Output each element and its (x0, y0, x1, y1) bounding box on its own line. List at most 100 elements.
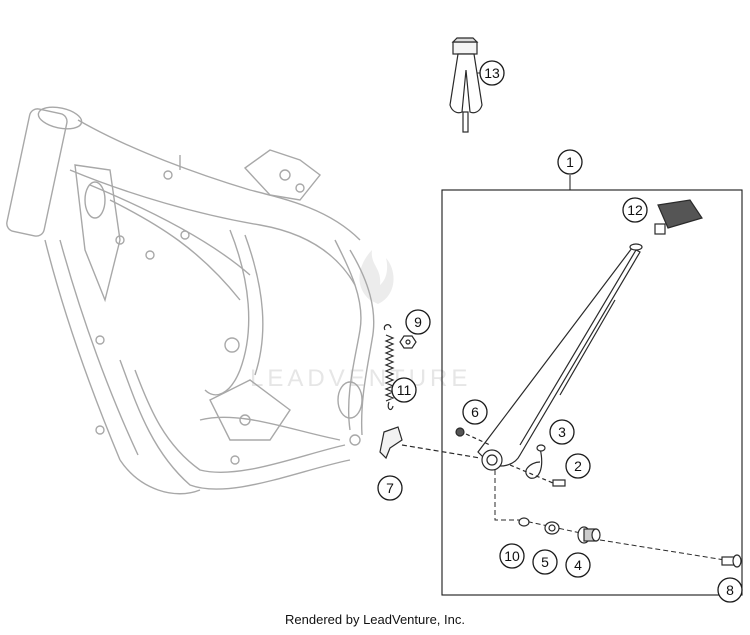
part-13-tool (449, 37, 483, 133)
bracket-7 (379, 426, 403, 460)
down-tube (44, 239, 121, 461)
callout-5[interactable]: 5 (532, 549, 558, 575)
tool-head (452, 41, 478, 55)
bolt-8-head (732, 554, 742, 568)
washer-5-hole (548, 524, 556, 532)
callout-1-label: 1 (566, 154, 574, 170)
callout-13[interactable]: 13 (479, 60, 505, 86)
steering-head-top (37, 106, 83, 130)
leader-7 (401, 444, 481, 459)
pivot-axis-leader (494, 470, 520, 521)
rear-pivot-tube (334, 239, 362, 431)
upper-frame-tube (77, 119, 361, 241)
head-gusset (74, 164, 121, 303)
part-4-bushing (577, 526, 601, 544)
stand-leg-shade (519, 249, 637, 446)
frame-bolt (145, 250, 155, 260)
callout-4-label: 4 (574, 557, 582, 573)
assembly-box (441, 189, 743, 596)
tool-shaft (462, 111, 469, 133)
cradle-crossmember (199, 416, 341, 441)
pivot-axis-leader-3 (599, 539, 726, 561)
rear-bracket (243, 149, 321, 201)
callout-8[interactable]: 8 (717, 577, 743, 603)
leader-2 (509, 464, 554, 484)
callout-2-label: 2 (574, 458, 582, 474)
callout-11[interactable]: 11 (391, 377, 417, 403)
frame-bolt (230, 455, 240, 465)
callout-9[interactable]: 9 (405, 309, 431, 335)
callout-3-label: 3 (558, 424, 566, 440)
stand-pivot-hole (486, 454, 498, 466)
inner-spar (204, 229, 250, 396)
part-11-spring (383, 324, 395, 411)
callout-5-label: 5 (541, 554, 549, 570)
callout-13-label: 13 (484, 65, 500, 81)
bushing-4-end (591, 528, 601, 542)
lower-cradle (119, 359, 351, 490)
frame-bolt (115, 235, 125, 245)
stand-leg-rib (559, 299, 616, 396)
callout-10-label: 10 (504, 548, 520, 564)
engine-mount-bolt (239, 414, 251, 426)
part-12-rubber-pad (654, 199, 703, 235)
callout-6[interactable]: 6 (462, 399, 488, 425)
watermark-flame-icon (359, 250, 394, 304)
callout-12-label: 12 (627, 202, 643, 218)
spring-hook-bottom (387, 401, 394, 411)
callout-1[interactable]: 1 (557, 149, 583, 175)
frame-bolt (180, 230, 190, 240)
rubber-pad-body (657, 199, 703, 229)
callout-6-label: 6 (471, 404, 479, 420)
part-7-bracket (379, 426, 481, 460)
render-credit: Rendered by LeadVenture, Inc. (285, 612, 465, 627)
frame-bolt (95, 335, 105, 345)
part-10-washer (518, 517, 530, 527)
swingarm-pivot (337, 381, 363, 419)
motorcycle-frame (6, 106, 375, 495)
bolt-6-head (455, 427, 465, 437)
part-8-bolt (721, 554, 742, 568)
lower-cradle-front (119, 459, 201, 495)
callout-12[interactable]: 12 (622, 197, 648, 223)
inner-spar-2 (244, 234, 264, 376)
inner-spar-hole (224, 337, 240, 353)
callout-9-label: 9 (414, 314, 422, 330)
callout-3[interactable]: 3 (549, 419, 575, 445)
tool-head-top (451, 37, 479, 43)
frame-bolt (163, 170, 173, 180)
lower-cradle-inner (134, 369, 346, 474)
callout-7[interactable]: 7 (377, 475, 403, 501)
part-6-bolt (455, 427, 491, 446)
callout-11-label: 11 (397, 382, 412, 398)
down-tube-inner (59, 239, 139, 456)
callout-7-label: 7 (386, 480, 394, 496)
callout-10[interactable]: 10 (499, 543, 525, 569)
washer-10 (518, 517, 530, 527)
part-3-hook (525, 444, 546, 479)
tool-handle (449, 53, 483, 114)
head-gusset-hole (84, 181, 106, 219)
frame-spar (89, 184, 251, 276)
callout-4[interactable]: 4 (565, 552, 591, 578)
callout-2[interactable]: 2 (565, 453, 591, 479)
steering-head-tube (6, 108, 68, 237)
rear-bracket-bolt-2 (295, 183, 305, 193)
engine-mount-plate (209, 379, 291, 441)
part-9-nut (399, 335, 417, 349)
spring-coil (384, 334, 395, 402)
rear-pivot-tube-2 (349, 249, 375, 436)
footpeg-mount (349, 434, 361, 446)
frame-spar-inner (109, 199, 241, 301)
hook-wire (525, 447, 543, 479)
part-1-side-stand (477, 243, 643, 471)
screw-2 (552, 479, 566, 487)
spring-hook-top (383, 324, 392, 331)
stand-foot (629, 243, 643, 251)
frame-bolt (95, 425, 105, 435)
part-2-screw (509, 464, 566, 487)
hook-eye (536, 444, 546, 452)
part-5-washer (544, 521, 560, 535)
rear-bracket-bolt (279, 169, 291, 181)
